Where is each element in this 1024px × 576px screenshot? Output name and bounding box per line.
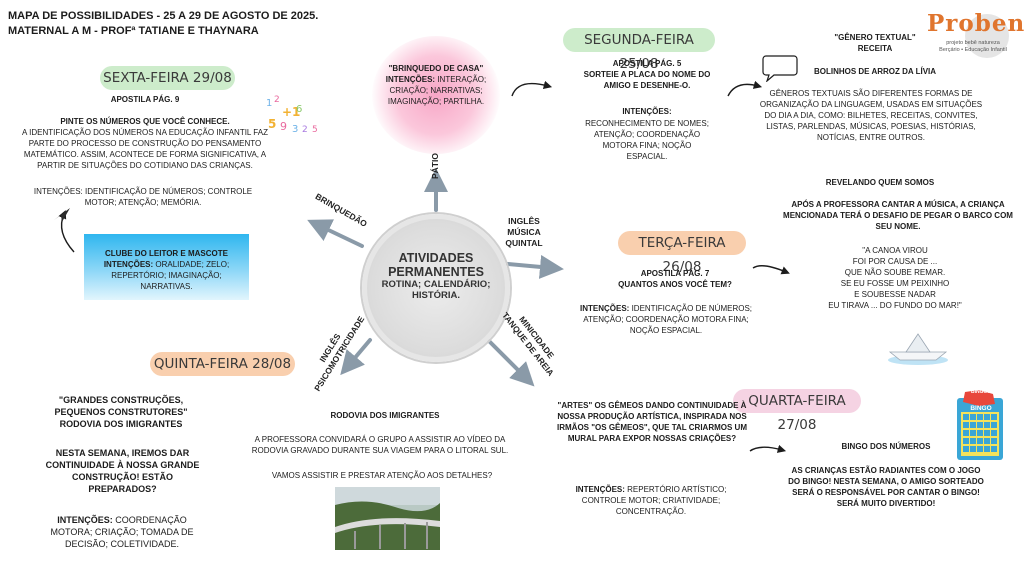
revelando-title: REVELANDO QUEM SOMOS	[825, 178, 935, 187]
terca-intencoes: IDENTIFICAÇÃO DE NÚMEROS; ATENÇÃO; COORD…	[583, 304, 753, 335]
brinquedo-intencoes-label: INTENÇÕES:	[385, 75, 436, 84]
song-line: FOI POR CAUSA DE ...	[852, 257, 938, 266]
header-line-2: MATERNAL A M - PROFª TATIANE E THAYNARA	[8, 25, 259, 37]
colorful-numbers-icon: 1 2 +1 6 5 9 3 2 5	[266, 95, 318, 135]
quinta-body: NESTA SEMANA, IREMOS DAR CONTINUIDADE À …	[45, 448, 200, 494]
quarta-title: "ARTES" OS GÊMEOS DANDO CONTINUIDADE À N…	[557, 401, 747, 443]
svg-text:5: 5	[268, 117, 276, 131]
song-line: E SOUBESSE NADAR	[854, 290, 936, 299]
svg-text:5: 5	[312, 125, 318, 135]
quinta-intencoes-block: INTENÇÕES: COORDENAÇÃO MOTORA; CRIAÇÃO; …	[38, 514, 206, 550]
sexta-apostila: APOSTILA PÁG. 9	[110, 95, 180, 104]
bingo-title: BINGO DOS NÚMEROS	[841, 442, 931, 451]
logo-tagline: projeto bebê natureza Berçário • Educaçã…	[939, 40, 1007, 53]
genero-title: "GÊNERO TEXTUAL" RECEITA	[834, 33, 916, 53]
brinquedo-glow	[372, 36, 500, 154]
clube-intencoes: ORALIDADE; ZELO; REPERTÓRIO; IMAGINAÇÃO;…	[111, 260, 230, 291]
svg-text:6: 6	[296, 104, 302, 115]
brinquedo-block: "BRINQUEDO DE CASA" INTENÇÕES: INTERAÇÃO…	[384, 63, 488, 107]
quinta-intencoes-label: INTENÇÕES:	[57, 515, 113, 525]
bingo-badge: BINGO!	[970, 389, 990, 395]
permanent-activities-hub	[362, 214, 510, 362]
quarta-intencoes-label: INTENÇÕES:	[575, 485, 625, 494]
header-line-1: MAPA DE POSSIBILIDADES - 25 A 29 DE AGOS…	[8, 10, 319, 22]
terca-title: QUANTOS ANOS VOCÊ TEM?	[618, 280, 732, 289]
proben-logo-icon	[965, 14, 1009, 58]
speech-bubble-icon	[762, 55, 798, 82]
song-lyrics: "A CANOA VIROU FOI POR CAUSA DE ... QUE …	[800, 245, 990, 311]
clube-leitor-box	[84, 234, 249, 300]
clube-title: CLUBE DO LEITOR E MASCOTE	[105, 249, 228, 258]
day-pill-terca: TERÇA-FEIRA 26/08	[618, 231, 746, 275]
song-line: SE EU FOSSE UM PEIXINHO	[840, 279, 950, 288]
quarta-intencoes-block: INTENÇÕES: REPERTÓRIO ARTÍSTICO; CONTROL…	[562, 484, 740, 517]
rodovia-title: RODOVIA DOS IMIGRANTES	[330, 411, 440, 420]
brinquedo-intencoes: INTERAÇÃO; CRIAÇÃO; NARRATIVAS; IMAGINAÇ…	[387, 75, 487, 106]
spoke-label-ingles-musica: INGLÊS MÚSICA QUINTAL	[505, 216, 543, 248]
revelando-body: APÓS A PROFESSORA CANTAR A MÚSICA, A CRI…	[783, 200, 1013, 231]
day-pill-sexta: SEXTA-FEIRA 29/08	[100, 66, 235, 90]
day-pill-segunda: SEGUNDA-FEIRA 25/08	[563, 28, 715, 72]
clube-intencoes-label: INTENÇÕES:	[103, 260, 154, 269]
paper-plane-icon	[54, 208, 70, 222]
page-header: MAPA DE POSSIBILIDADES - 25 A 29 DE AGOS…	[8, 9, 318, 39]
rodovia-body: A PROFESSORA CONVIDARÁ O GRUPO A ASSISTI…	[251, 435, 509, 455]
day-pill-quinta: QUINTA-FEIRA 28/08	[150, 352, 295, 376]
segunda-apostila: APOSTILA PÁG. 5	[612, 59, 682, 68]
genero-subtitle: BOLINHOS DE ARROZ DA LÍVIA	[813, 67, 937, 76]
highway-photo	[335, 487, 440, 550]
svg-text:9: 9	[280, 120, 287, 133]
svg-text:2: 2	[274, 95, 280, 105]
paper-boat-icon	[888, 333, 948, 365]
song-line: "A CANOA VIROU	[862, 246, 928, 255]
clube-block: CLUBE DO LEITOR E MASCOTE INTENÇÕES: ORA…	[94, 248, 239, 292]
bingo-body: AS CRIANÇAS ESTÃO RADIANTES COM O JOGO D…	[788, 466, 984, 508]
terca-intencoes-block: INTENÇÕES: IDENTIFICAÇÃO DE NÚMEROS; ATE…	[578, 303, 754, 336]
day-pill-quarta: QUARTA-FEIRA 27/08	[733, 389, 861, 433]
terca-intencoes-label: INTENÇÕES:	[579, 304, 630, 313]
svg-text:2: 2	[302, 125, 308, 135]
segunda-intencoes-label: INTENÇÕES:	[622, 107, 672, 116]
hub-subtitle: ROTINA; CALENDÁRIO; HISTÓRIA.	[381, 279, 491, 301]
brinquedo-title: "BRINQUEDO DE CASA"	[388, 64, 484, 73]
spoke-label-patio: PÁTIO	[430, 153, 440, 179]
hub-title: ATIVIDADES PERMANENTES	[388, 251, 484, 279]
song-line: EU TIRAVA ... DO FUNDO DO MAR!"	[828, 301, 962, 310]
rodovia-body-2: VAMOS ASSISTIR E PRESTAR ATENÇÃO AOS DET…	[271, 471, 493, 480]
sexta-body: A IDENTIFICAÇÃO DOS NÚMEROS NA EDUCAÇÃO …	[22, 128, 268, 170]
segunda-title: SORTEIE A PLACA DO NOME DO AMIGO E DESEN…	[583, 70, 711, 90]
bingo-card-label: BINGO	[970, 405, 992, 412]
song-line: QUE NÃO SOUBE REMAR.	[844, 268, 946, 277]
logo-wordmark: Proben	[927, 10, 1024, 37]
svg-text:1: 1	[266, 98, 272, 109]
svg-text:3: 3	[292, 124, 298, 135]
terca-apostila: APOSTILA PÁG. 7	[640, 269, 710, 278]
bingo-card-icon	[957, 390, 1003, 460]
quinta-intencoes: COORDENAÇÃO MOTORA; CRIAÇÃO; TOMADA DE D…	[50, 515, 194, 549]
quinta-title: "GRANDES CONSTRUÇÕES, PEQUENOS CONSTRUTO…	[54, 395, 188, 429]
sexta-intencoes: INTENÇÕES: IDENTIFICAÇÃO DE NÚMEROS; CON…	[33, 187, 253, 207]
segunda-intencoes: RECONHECIMENTO DE NOMES; ATENÇÃO; COORDE…	[585, 119, 709, 161]
svg-text:+1: +1	[282, 105, 300, 119]
sexta-title: PINTE OS NÚMEROS QUE VOCÊ CONHECE.	[60, 117, 230, 126]
genero-body: GÊNEROS TEXTUAIS SÃO DIFERENTES FORMAS D…	[759, 89, 983, 142]
quarta-intencoes: REPERTÓRIO ARTÍSTICO; CONTROLE MOTOR; CR…	[581, 485, 727, 516]
